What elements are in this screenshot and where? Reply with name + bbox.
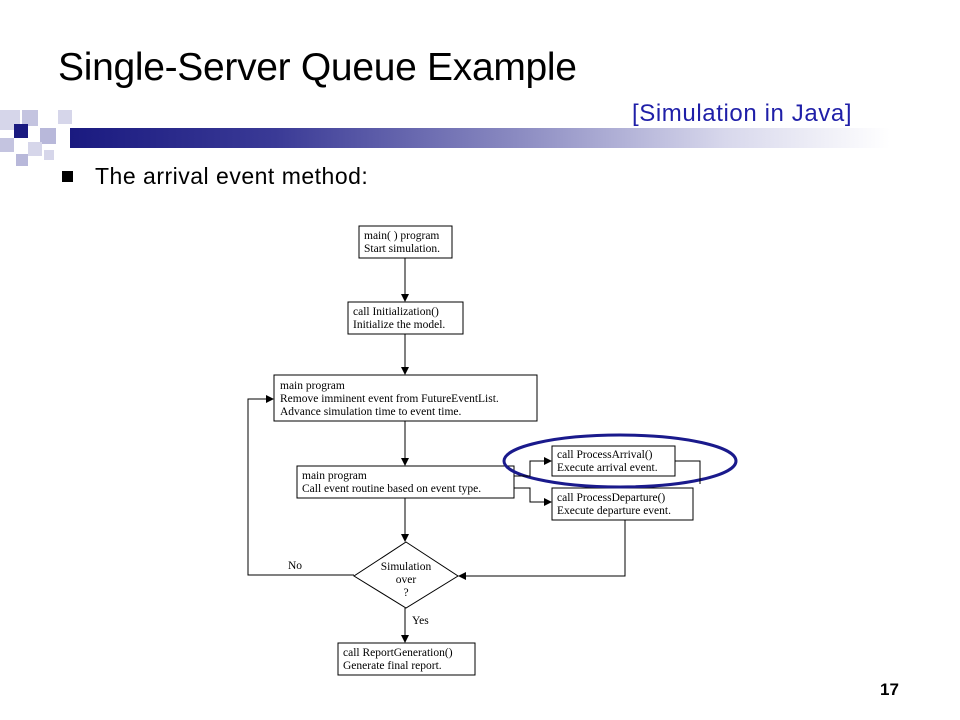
decision-simulation-over: Simulation over ?	[353, 541, 459, 609]
box-main-program: main( ) program Start simulation.	[358, 225, 453, 259]
box-loop-line2: Remove imminent event from FutureEventLi…	[280, 393, 499, 405]
box-process-arrival: call ProcessArrival() Execute arrival ev…	[551, 445, 676, 477]
label-yes: Yes	[412, 615, 429, 627]
flow-arrows	[247, 258, 701, 643]
bullet-square-icon	[62, 171, 73, 182]
page-number: 17	[880, 680, 899, 699]
box-loop-line3: Advance simulation time to event time.	[280, 406, 462, 418]
title-gradient-bar	[70, 128, 890, 148]
box-arrival-line1: call ProcessArrival()	[557, 449, 653, 461]
box-initialization: call Initialization() Initialize the mod…	[347, 301, 464, 335]
arrow-dispatch-to-arrival	[514, 457, 552, 477]
box-dispatch: main program Call event routine based on…	[296, 465, 515, 499]
box-process-departure: call ProcessDeparture() Execute departur…	[551, 487, 694, 521]
box-departure-line2: Execute departure event.	[557, 505, 671, 517]
arrow-events-to-decision	[458, 520, 626, 580]
box-report-line1: call ReportGeneration()	[343, 647, 453, 659]
box-loop-line1: main program	[280, 380, 345, 392]
box-main-line1: main( ) program	[364, 230, 439, 242]
bullet-text: The arrival event method:	[95, 163, 369, 189]
box-departure-line1: call ProcessDeparture()	[557, 492, 665, 504]
arrow-dispatch-to-departure	[514, 487, 552, 506]
slide-subtitle: [Simulation in Java]	[632, 100, 853, 127]
box-dispatch-line2: Call event routine based on event type.	[302, 483, 481, 495]
box-init-line2: Initialize the model.	[353, 319, 445, 331]
label-no: No	[288, 560, 302, 572]
decision-line2: over	[396, 574, 417, 586]
arrow-no-loop-back	[247, 395, 354, 576]
box-main-loop: main program Remove imminent event from …	[273, 374, 538, 422]
box-report-line2: Generate final report.	[343, 660, 442, 672]
slide-title: Single-Server Queue Example	[58, 46, 577, 89]
decision-line1: Simulation	[381, 561, 432, 573]
box-report-generation: call ReportGeneration() Generate final r…	[337, 642, 476, 676]
bullet-item: The arrival event method:	[62, 163, 368, 190]
box-init-line1: call Initialization()	[353, 306, 439, 318]
decision-line3: ?	[403, 587, 408, 599]
box-main-line2: Start simulation.	[364, 243, 440, 255]
box-arrival-line2: Execute arrival event.	[557, 462, 658, 474]
highlight-ellipse	[502, 433, 738, 489]
connector-arrival-right	[675, 460, 701, 484]
box-dispatch-line1: main program	[302, 470, 367, 482]
